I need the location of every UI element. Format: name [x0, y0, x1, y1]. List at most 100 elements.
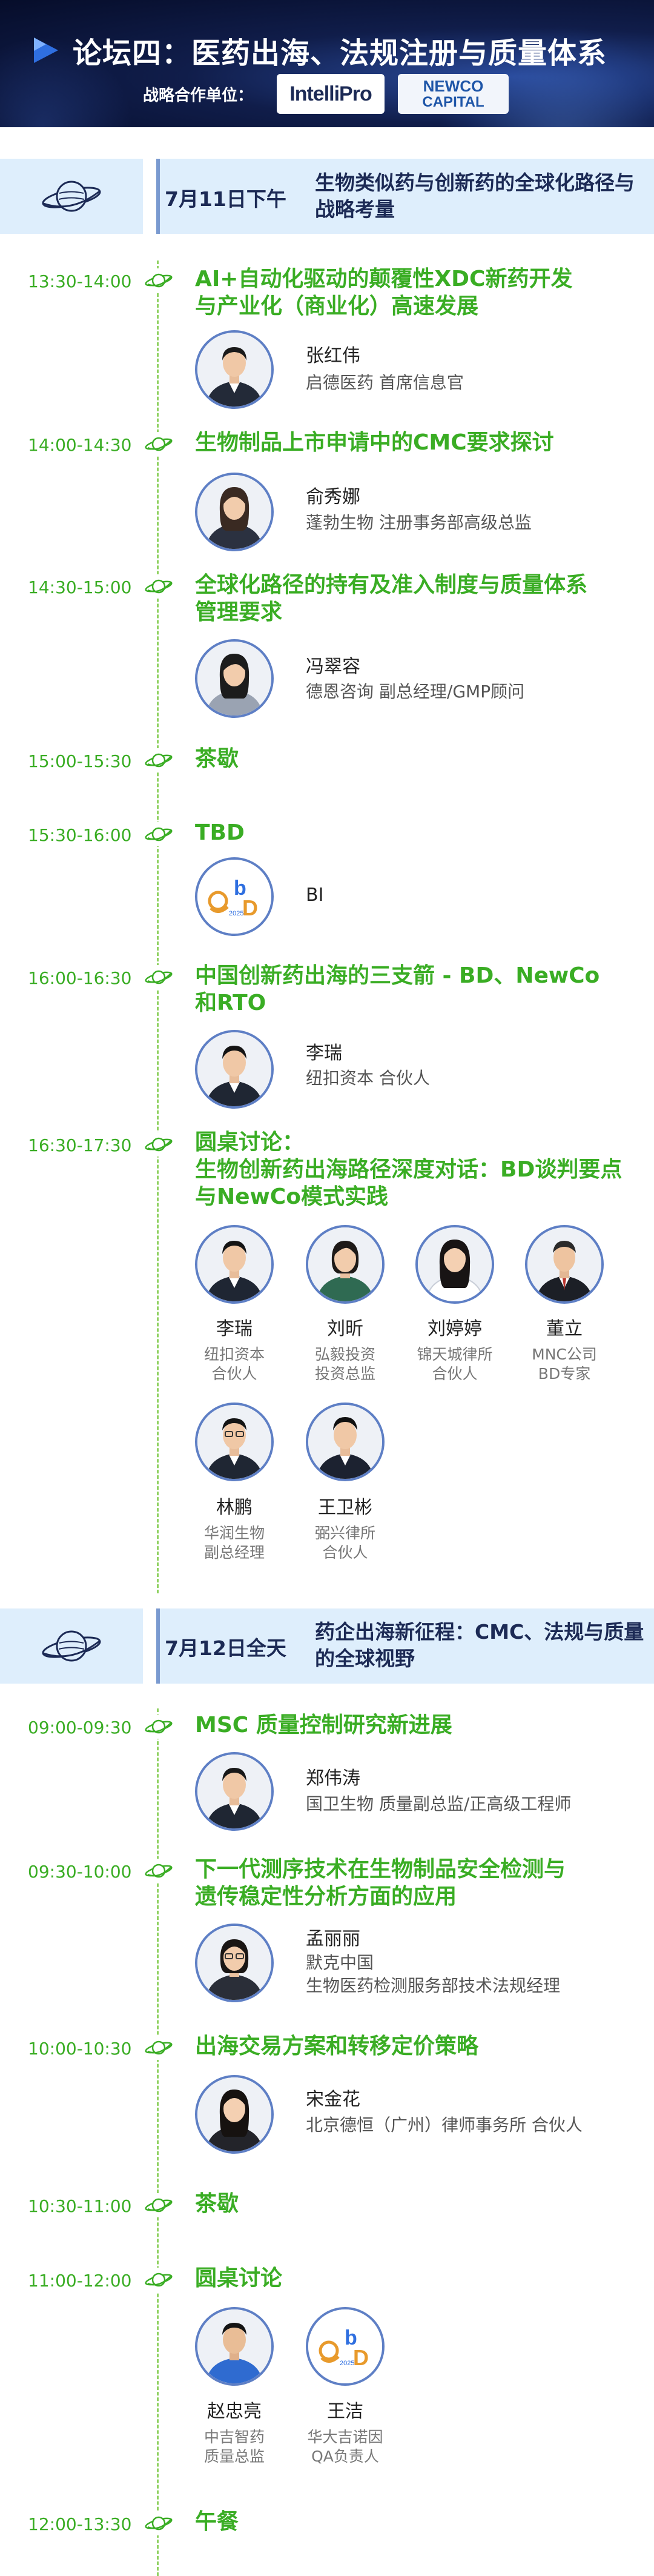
session-title-line: 茶歇	[195, 746, 239, 771]
planet-small-icon	[143, 268, 174, 293]
session-title-line: 生物制品上市申请中的CMC要求探讨	[195, 430, 554, 455]
session-title-line: 茶歇	[195, 2191, 239, 2216]
speaker-avatar	[195, 330, 274, 409]
svg-text:2025: 2025	[340, 2360, 354, 2367]
panelist-avatar	[415, 1225, 494, 1304]
planet-small-icon	[143, 574, 174, 599]
session-title-line: 和RTO	[195, 991, 266, 1015]
svg-text:b: b	[234, 877, 246, 900]
panelist-org: MNC公司	[532, 1346, 597, 1363]
event-logo-avatar: b D 2025	[306, 2307, 385, 2386]
planet-small-icon	[143, 1859, 174, 1883]
panelist-name: 刘昕	[327, 1318, 363, 1339]
planet-small-icon	[143, 822, 174, 846]
panelist-title: 投资总监	[314, 1365, 375, 1383]
day1-planet-box	[0, 159, 143, 234]
panelist-name: 李瑞	[216, 1318, 253, 1339]
session-time: 10:00-10:30	[28, 2039, 132, 2059]
session-time: 13:30-14:00	[28, 271, 132, 291]
partner-label: 战略合作单位：	[143, 87, 254, 105]
panelist-title: 合伙人	[211, 1365, 257, 1383]
planet-icon	[42, 181, 101, 212]
speaker-name: 孟丽丽	[306, 1928, 360, 1950]
session-time: 09:00-09:30	[28, 1718, 132, 1738]
session-time: 10:30-11:00	[28, 2196, 132, 2216]
planet-small-icon	[143, 2511, 174, 2535]
speaker-role: 生物医药检测服务部技术法规经理	[306, 1976, 561, 1996]
planet-icon	[42, 1630, 101, 1662]
newco-capital-logo: NEWCO CAPITAL	[398, 74, 509, 114]
session-title-line: 与产业化（商业化）高速发展	[195, 294, 479, 319]
intellipro-logo: IntelliPro	[277, 74, 385, 114]
planet-small-icon	[143, 1715, 174, 1739]
session-time: 12:00-13:30	[28, 2514, 132, 2534]
play-triangle-icon	[34, 38, 58, 63]
svg-text:D: D	[242, 895, 258, 920]
day1-timeline-line	[157, 261, 159, 1593]
speaker-role: 国卫生物 质量副总监/正高级工程师	[306, 1794, 572, 1814]
speaker-name: 李瑞	[306, 1043, 342, 1064]
panelist-name: 王洁	[327, 2401, 363, 2422]
panelist-title: 副总经理	[203, 1544, 265, 1561]
planet-small-icon	[143, 965, 174, 989]
planet-small-icon	[143, 1132, 174, 1157]
panelist-title: 合伙人	[432, 1365, 478, 1383]
session-time: 16:30-17:30	[28, 1135, 132, 1155]
speaker-avatar	[195, 473, 274, 551]
speaker-role: 德恩咨询 副总经理/GMP顾问	[306, 682, 525, 702]
newco-logo-line2: CAPITAL	[422, 94, 484, 110]
day2-theme: 药企出海新征程：CMC、法规与质量的全球视野	[315, 1620, 644, 1670]
session-time: 15:30-16:00	[28, 825, 132, 845]
session-title-line: 圆桌讨论：	[195, 1130, 305, 1155]
planet-small-icon	[143, 748, 174, 772]
panelist-avatar	[306, 1225, 385, 1304]
panelist-name: 林鹏	[216, 1497, 253, 1518]
panelist-org: 纽扣资本	[203, 1346, 265, 1363]
session-title-line: AI+自动化驱动的颠覆性XDC新药开发	[195, 267, 573, 291]
svg-text:2025: 2025	[229, 910, 243, 917]
panelist-org: 华润生物	[203, 1524, 265, 1542]
panelist-name: 赵忠亮	[207, 2401, 262, 2422]
session-title-line: 中国创新药出海的三支箭 - BD、NewCo	[195, 963, 600, 988]
planet-small-icon	[143, 2193, 174, 2217]
session-title-line: 全球化路径的持有及准入制度与质量体系	[195, 573, 588, 597]
day2-timeline-line	[157, 1708, 159, 2576]
speaker-name: 宋金花	[306, 2089, 360, 2110]
speaker-name: 张红伟	[306, 345, 360, 367]
session-title-line: 出海交易方案和转移定价策略	[195, 2034, 479, 2059]
session-title-line: 与NewCo模式实践	[195, 1184, 388, 1209]
session-title-line: 下一代测序技术在生物制品安全检测与	[195, 1857, 566, 1882]
panelist-avatar	[195, 2307, 274, 2386]
speaker-avatar	[195, 639, 274, 718]
svg-text:D: D	[353, 2345, 369, 2370]
speaker-avatar	[195, 2075, 274, 2154]
session-title-line: MSC 质量控制研究新进展	[195, 1713, 452, 1738]
speaker-role: 启德医药 首席信息官	[306, 373, 464, 393]
panelist-avatar	[195, 1403, 274, 1481]
speaker-name: 冯翠容	[306, 656, 360, 677]
panelist-org: 中吉智药	[203, 2428, 265, 2446]
panelist-org: 华大吉诺因	[307, 2428, 383, 2446]
speaker-role: 纽扣资本 合伙人	[306, 1068, 430, 1088]
speaker-role: 北京德恒（广州）律师事务所 合伙人	[306, 2115, 583, 2135]
panelist-title: BD专家	[538, 1365, 591, 1383]
session-title-line: TBD	[195, 820, 245, 845]
speaker-avatar	[195, 1752, 274, 1831]
panelist-org: 弼兴律所	[314, 1524, 375, 1542]
session-title-line: 午餐	[195, 2509, 239, 2534]
planet-small-icon	[143, 432, 174, 456]
panelist-org: 弘毅投资	[314, 1346, 375, 1363]
day1-date: 7月11日下午	[165, 187, 286, 211]
speaker-avatar	[195, 1030, 274, 1109]
panelist-avatar	[195, 1225, 274, 1304]
panelist-title: QA负责人	[311, 2448, 379, 2465]
speaker-avatar	[195, 1924, 274, 2002]
planet-small-icon	[143, 2268, 174, 2292]
day2-planet-box	[0, 1608, 143, 1684]
session-title-line: 遗传稳定性分析方面的应用	[195, 1884, 457, 1909]
panelist-avatar	[525, 1225, 604, 1304]
session-time: 11:00-12:00	[28, 2271, 132, 2291]
speaker-name: 郑伟涛	[306, 1768, 360, 1789]
panelist-title: 合伙人	[322, 1544, 368, 1561]
panelist-org: 锦天城律所	[417, 1346, 493, 1363]
